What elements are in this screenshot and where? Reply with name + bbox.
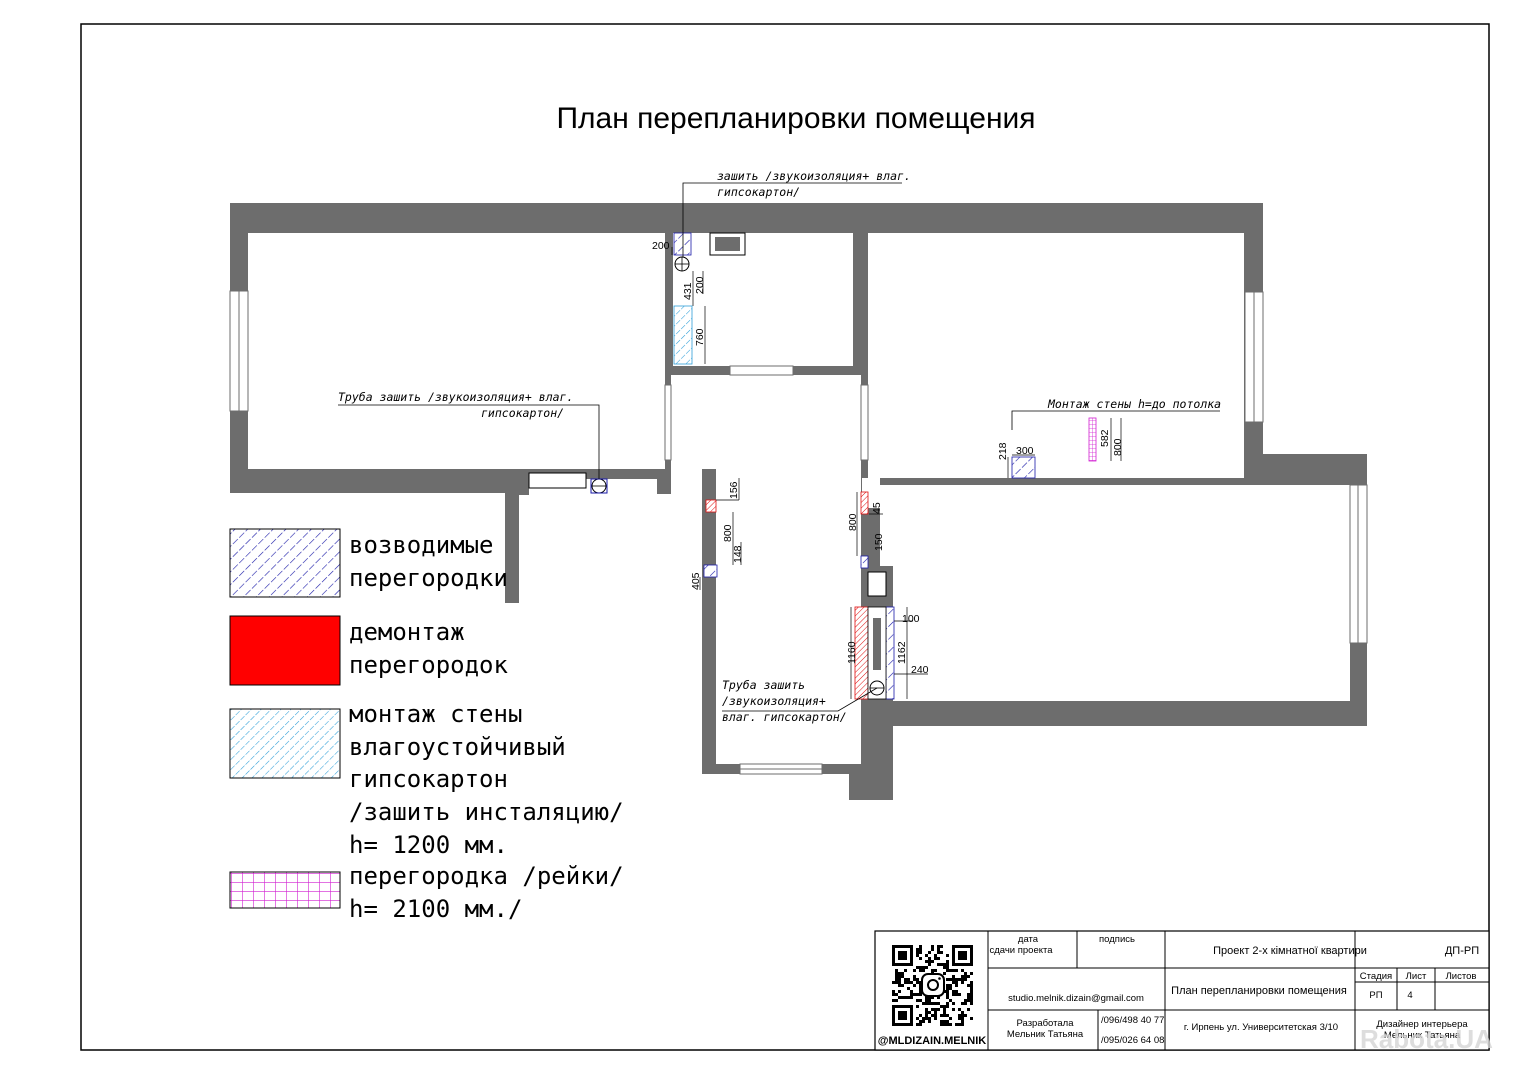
note-top-line1: зашить /звукоизоляция+ влаг. (717, 169, 911, 183)
legend-drywall-line3: гипсокартон (349, 765, 508, 793)
phone-1: /096/498 40 77 (1101, 1015, 1164, 1026)
drawing-frame (80, 23, 1490, 1051)
title-block: @MLDIZAIN.MELNIK дата сдачи проекта подп… (874, 930, 1493, 1054)
legend-swatch-erected (229, 528, 341, 598)
room-bathroom (673, 233, 853, 366)
watermark: Rabota.UA (1360, 1024, 1493, 1054)
dim-148: 148 (732, 545, 744, 563)
sheet-header: Лист (1406, 971, 1427, 982)
legend-drywall-line5: h= 1200 мм. (349, 831, 508, 859)
room-top-right (868, 233, 1244, 478)
dim-300: 300 (1016, 445, 1034, 457)
legend-swatch-drywall (229, 708, 341, 779)
project-name: Проект 2-х кімнатної квартири (1213, 945, 1367, 957)
dim-760: 760 (694, 328, 706, 346)
dim-582: 582 (1099, 429, 1111, 447)
leader-notes: зашить /звукоизоляция+ влаг. гипсокартон… (338, 169, 1221, 724)
document-code: ДП-РП (1445, 945, 1479, 957)
door-bathroom (729, 365, 794, 376)
note-bottom-line2: /звукоизоляция+ (722, 694, 826, 708)
signature-label: подпись (1099, 934, 1135, 945)
windows (229, 290, 1368, 775)
dim-100: 100 (902, 613, 920, 625)
dim-150: 150 (873, 533, 885, 551)
legend: возводимые перегородки демонтаж перегоро… (229, 528, 624, 923)
date-label-line1: дата (1018, 934, 1039, 945)
dim-405: 405 (690, 572, 702, 590)
legend-erected-line2: перегородки (349, 564, 508, 592)
dim-1160: 1160 (846, 641, 858, 664)
sheet-value: 4 (1407, 990, 1412, 1001)
dim-218: 218 (997, 442, 1009, 460)
email: studio.melnik.dizain@gmail.com (1008, 993, 1144, 1004)
dim-200-top: 200 (652, 240, 670, 252)
legend-slats-line2: h= 2100 мм./ (349, 895, 522, 923)
page-title: План перепланировки помещения (556, 102, 1035, 135)
legend-drywall-line4: /зашить инсталяцию/ (349, 798, 624, 826)
instagram-icon (921, 973, 945, 997)
address: г. Ирпень ул. Университетская 3/10 (1184, 1022, 1338, 1033)
date-label-line2: сдачи проекта (989, 945, 1053, 956)
note-bottom-line3: влаг. гипсокартон/ (722, 710, 847, 724)
note-top-line2: гипсокартон/ (717, 185, 800, 199)
legend-demolition-line2: перегородок (349, 651, 508, 679)
legend-drywall-line1: монтаж стены (349, 700, 522, 728)
legend-swatch-demolition (229, 615, 341, 686)
note-right: Монтаж стены h=до потолка (1047, 397, 1221, 411)
door-left-room (664, 384, 672, 461)
developed-by-line1: Разработала (1017, 1018, 1075, 1029)
note-left-line2: гипсокартон/ (481, 406, 564, 420)
note-bottom-line1: Труба зашить (722, 678, 805, 692)
room-storage (529, 479, 710, 597)
developed-by-line2: Мельник Татьяна (1007, 1029, 1084, 1040)
legend-drywall-line2: влагоустойчивый (349, 733, 566, 761)
designer-line1: Дизайнер интерьера (1376, 1019, 1468, 1030)
fixtures (528, 232, 746, 489)
walls (230, 203, 1367, 800)
room-bottom-right (880, 485, 1350, 701)
dim-431: 431 (682, 282, 694, 300)
stage-value: РП (1369, 990, 1382, 1001)
designer-line2: Мельник Татьяна (1384, 1030, 1461, 1041)
qr-code (892, 945, 973, 1026)
hatched-partitions (590, 232, 1097, 700)
sheets-header: Листов (1446, 971, 1477, 982)
dim-45: 45 (871, 502, 883, 514)
legend-demolition-line1: демонтаж (349, 618, 465, 646)
stage-header: Стадия (1360, 971, 1392, 982)
door-top-right-room (860, 384, 869, 461)
dim-800-right: 800 (847, 513, 859, 531)
note-left-line1: Труба зашить /звукоизоляция+ влаг. (338, 390, 573, 404)
legend-erected-line1: возводимые (349, 531, 494, 559)
dim-1162: 1162 (896, 641, 908, 664)
dim-240: 240 (911, 664, 929, 676)
room-left (248, 233, 665, 469)
legend-slats-line1: перегородка /рейки/ (349, 862, 624, 890)
dim-800-left: 800 (722, 524, 734, 542)
dimensions: 200 431 200 760 156 800 148 405 800 45 1… (652, 240, 1124, 699)
instagram-handle: @MLDIZAIN.MELNIK (878, 1035, 987, 1047)
dim-156: 156 (728, 481, 740, 499)
phone-2: /095/026 64 08 (1101, 1035, 1164, 1046)
legend-swatch-slats (229, 871, 341, 909)
sheet-title: План перепланировки помещения (1171, 985, 1347, 997)
radiator-left (528, 472, 587, 489)
dim-800-partition: 800 (1112, 438, 1124, 456)
dim-200-vertical: 200 (694, 276, 706, 294)
